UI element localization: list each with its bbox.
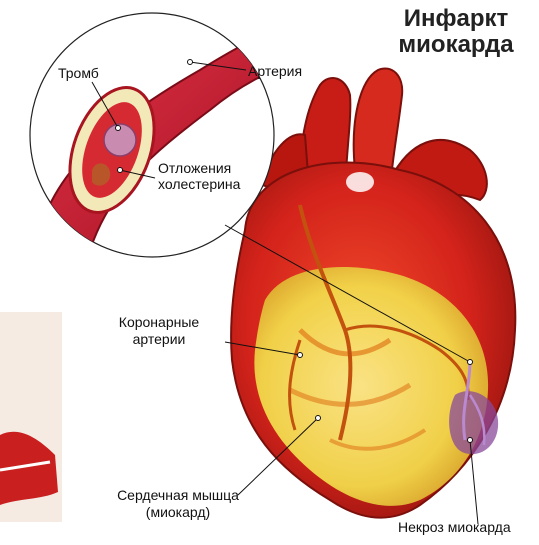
diagram-title: Инфаркт миокарда (376, 6, 536, 58)
label-heart-muscle: Сердечная мышца (миокард) (108, 487, 248, 521)
title-line-1: Инфаркт (376, 6, 536, 32)
label-coronary-line-1: Коронарные (94, 314, 224, 331)
title-line-2: миокарда (376, 32, 536, 58)
label-coronary-line-2: артерии (94, 331, 224, 348)
label-deposits-line-2: холестерина (158, 176, 240, 192)
label-deposits-line-1: Отложения (158, 160, 240, 176)
label-muscle-line-2: (миокард) (108, 504, 248, 521)
label-cholesterol-deposits: Отложения холестерина (158, 160, 240, 192)
label-artery: Артерия (248, 64, 302, 79)
label-thrombus: Тромб (58, 66, 99, 81)
label-muscle-line-1: Сердечная мышца (108, 487, 248, 504)
label-myocardial-necrosis: Некроз миокарда (398, 520, 511, 535)
partial-artery-fragment (0, 312, 62, 522)
label-coronary-arteries: Коронарные артерии (94, 314, 224, 348)
